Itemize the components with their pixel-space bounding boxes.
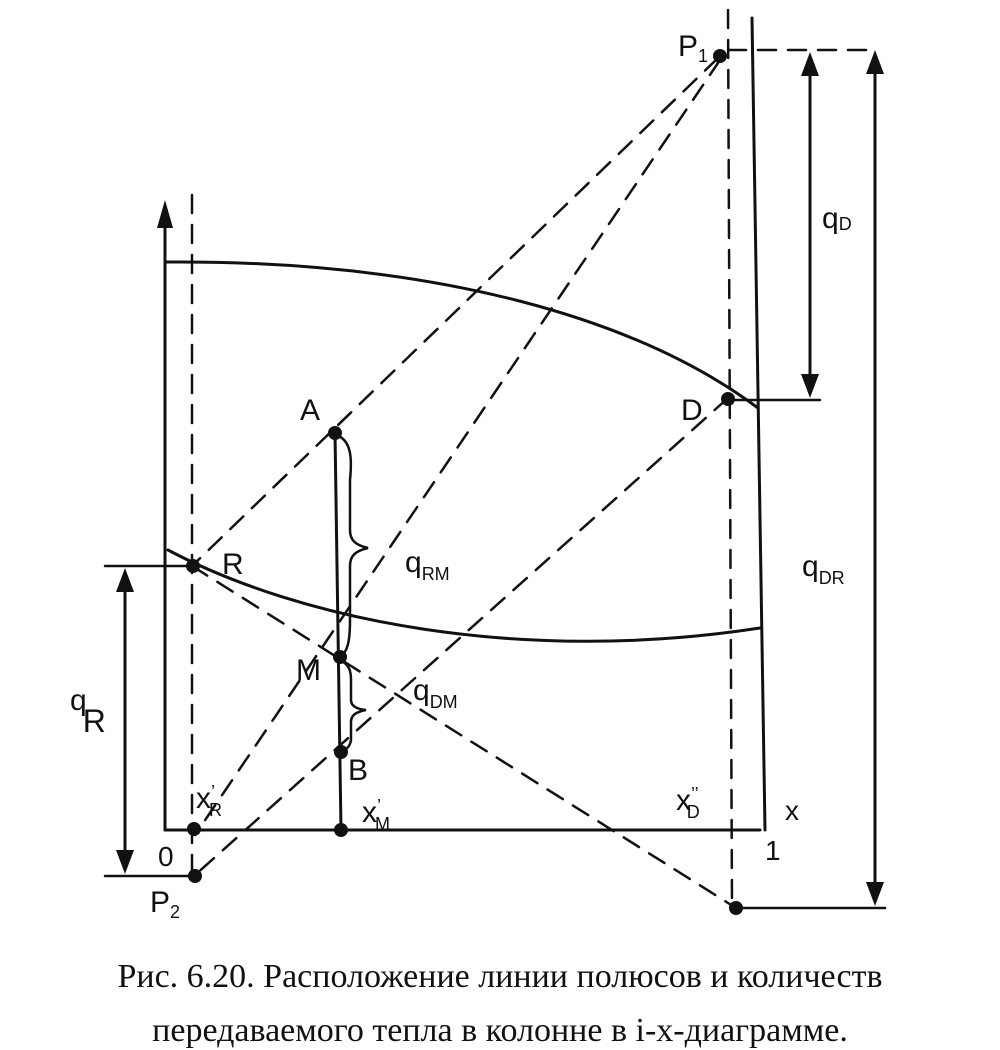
point-P2: [188, 869, 202, 883]
liquid-curve: [166, 548, 762, 643]
label-qRM: qRM: [405, 546, 450, 584]
label-D: D: [681, 394, 703, 427]
label-xR: x’R: [196, 782, 222, 820]
point-M: [333, 650, 347, 664]
figure-caption-line-1: Рис. 6.20. Расположение линии полюсов и …: [117, 958, 883, 995]
label-one: 1: [765, 835, 781, 866]
label-qD: qD: [822, 202, 852, 235]
label-x-axis: x: [785, 795, 799, 826]
arrow-qR-head-bottom: [116, 850, 134, 874]
arrow-qD-head-top: [801, 52, 819, 76]
label-xD: x’’D: [676, 784, 700, 822]
arrow-qDR-head-top: [866, 50, 884, 74]
pole-line-D-P2: [192, 396, 730, 878]
point-xR: [187, 822, 201, 836]
point-xM: [334, 823, 348, 837]
point-D: [721, 392, 735, 406]
dashed-vertical-xD: [726, 8, 734, 907]
segment-A-B: [333, 431, 343, 832]
label-P1: P1: [678, 30, 708, 66]
brace-qRM: [334, 433, 369, 659]
pole-line-R-lower: [190, 564, 738, 910]
label-M: M: [296, 654, 321, 687]
arrow-qD-head-bottom: [801, 374, 819, 398]
point-A: [328, 426, 342, 440]
y-axis-arrowhead: [157, 200, 173, 228]
figure-caption-line-2: передаваемого тепла в колонне в i-x-диаг…: [152, 1012, 848, 1049]
vapor-curve: [163, 260, 760, 410]
label-qDR: qDR: [802, 550, 845, 588]
pole-line-P1-B: [193, 58, 722, 837]
right-boundary-line: [750, 16, 767, 832]
pole-line-P1-R: [190, 56, 720, 568]
point-B: [334, 745, 348, 759]
label-R: R: [222, 548, 244, 581]
brace-qDM: [338, 658, 367, 754]
point-R: [186, 559, 200, 573]
label-qDM: qDM: [413, 674, 458, 712]
label-A: A: [300, 394, 320, 427]
arrow-qR-head-top: [116, 568, 134, 592]
label-B: B: [348, 754, 368, 787]
point-bottom: [729, 901, 743, 915]
label-xM: x’M: [362, 796, 390, 834]
label-P2: P2: [150, 886, 180, 922]
arrow-qDR-head-bottom: [866, 882, 884, 906]
label-zero: 0: [158, 841, 174, 872]
point-P1: [713, 49, 727, 63]
